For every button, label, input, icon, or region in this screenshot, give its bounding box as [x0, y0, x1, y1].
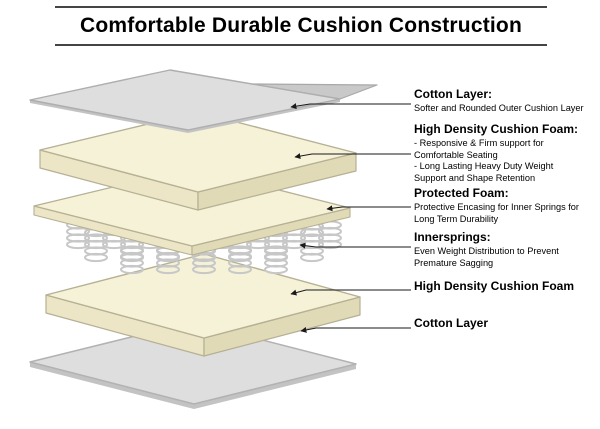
label-heading: Cotton Layer: [414, 316, 489, 330]
high-density-foam-bottom-layer: [45, 253, 361, 357]
label-description: Protective Encasing for Inner Springs fo…: [414, 202, 579, 224]
leader-line-protected-foam: [326, 205, 411, 212]
label-description: Softer and Rounded Outer Cushion Layer: [414, 103, 584, 113]
label-protected-foam: Protected Foam: Protective Encasing for …: [414, 186, 600, 225]
leader-line-cotton-bottom: [300, 326, 411, 333]
title-bar: Comfortable Durable Cushion Construction: [55, 6, 547, 46]
label-heading: High Density Cushion Foam: [414, 279, 575, 293]
top-sheet-face: [29, 69, 341, 131]
coil-spring: [120, 245, 144, 275]
label-heading: Innersprings:: [414, 230, 491, 244]
label-heading: Cotton Layer:: [414, 87, 492, 101]
label-description: - Responsive & Firm support for Comforta…: [414, 138, 554, 183]
label-innersprings: Innersprings: Even Weight Distribution t…: [414, 230, 600, 269]
leader-lines: [290, 103, 411, 333]
label-high-density-foam-top: High Density Cushion Foam: - Responsive …: [414, 122, 600, 184]
leader-line-innersprings: [299, 242, 411, 249]
leader-line-foam-top: [294, 153, 411, 160]
coil-spring: [264, 245, 288, 275]
page-title: Comfortable Durable Cushion Construction: [79, 14, 522, 37]
label-heading: High Density Cushion Foam:: [414, 122, 579, 136]
label-heading: Protected Foam:: [414, 186, 509, 200]
foam-bottom-top-face: [45, 253, 361, 339]
leader-line-foam-bottom: [290, 289, 411, 296]
label-high-density-foam-bottom: High Density Cushion Foam: [414, 279, 600, 293]
label-description: Even Weight Distribution to Prevent Prem…: [414, 246, 559, 268]
leader-line-cotton-top: [290, 103, 411, 110]
cotton-sheet-top-layer: [29, 69, 378, 133]
label-cotton-layer-top: Cotton Layer: Softer and Rounded Outer C…: [414, 87, 600, 115]
label-cotton-layer-bottom: Cotton Layer: [414, 316, 600, 330]
